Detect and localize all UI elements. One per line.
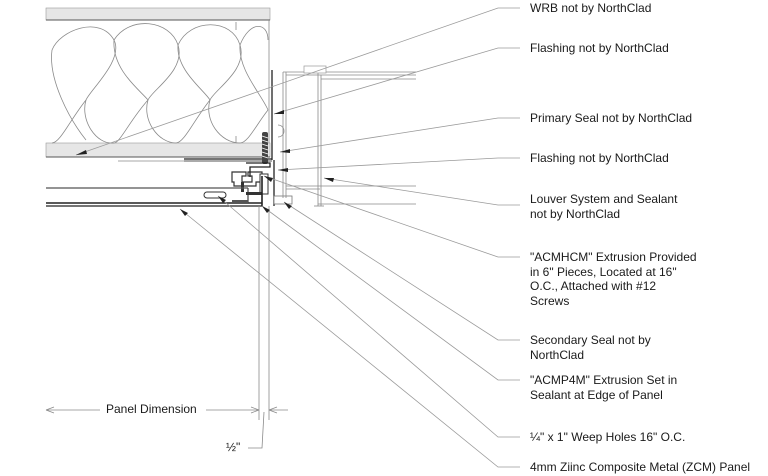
sheathing-top bbox=[45, 7, 271, 21]
batt-insulation bbox=[51, 23, 269, 144]
gap-dimension-label: ½" bbox=[224, 440, 243, 454]
acmhcm-extrusion bbox=[231, 162, 271, 195]
leader-weep bbox=[217, 195, 520, 438]
leader-wrb bbox=[75, 7, 520, 156]
callout-wrb: WRB not by NorthClad bbox=[530, 1, 652, 15]
screw bbox=[261, 132, 269, 164]
leader-louver bbox=[323, 177, 520, 206]
callout-acmp4m: "ACMP4M" Extrusion Set in Sealant at Edg… bbox=[530, 373, 678, 402]
louver-frame bbox=[282, 65, 416, 207]
callout-acmhcm: "ACMHCM" Extrusion Provided in 6" Pieces… bbox=[530, 250, 697, 308]
dimension-lines bbox=[45, 206, 288, 449]
panel-dimension-label: Panel Dimension bbox=[104, 402, 199, 416]
callout-flashing-upper: Flashing not by NorthClad bbox=[530, 41, 669, 55]
callout-flashing-lower: Flashing not by NorthClad bbox=[530, 151, 669, 165]
callout-louver: Louver System and Sealant not by NorthCl… bbox=[530, 192, 678, 221]
callout-secondary-seal: Secondary Seal not by NorthClad bbox=[530, 333, 651, 362]
leader-lines bbox=[75, 7, 520, 468]
leader-primary-seal bbox=[279, 117, 520, 153]
callout-weep-holes: ¼" x 1" Weep Holes 16" O.C. bbox=[530, 430, 686, 444]
leader-flashing-lower bbox=[277, 157, 520, 171]
callout-primary-seal: Primary Seal not by NorthClad bbox=[530, 111, 693, 125]
wall-assembly bbox=[45, 7, 271, 158]
leader-zcm bbox=[179, 208, 520, 468]
flashing bbox=[118, 70, 273, 162]
leader-acmp4m bbox=[261, 205, 520, 381]
weep-hole bbox=[203, 191, 227, 199]
sheathing-bottom bbox=[45, 142, 271, 158]
leader-flashing-upper bbox=[273, 47, 520, 115]
zcm-panel bbox=[46, 176, 263, 207]
leader-acmhcm bbox=[263, 175, 520, 258]
leader-secondary-seal bbox=[283, 201, 520, 341]
callout-zcm-panel: 4mm Ziinc Composite Metal (ZCM) Panel bbox=[530, 460, 751, 474]
